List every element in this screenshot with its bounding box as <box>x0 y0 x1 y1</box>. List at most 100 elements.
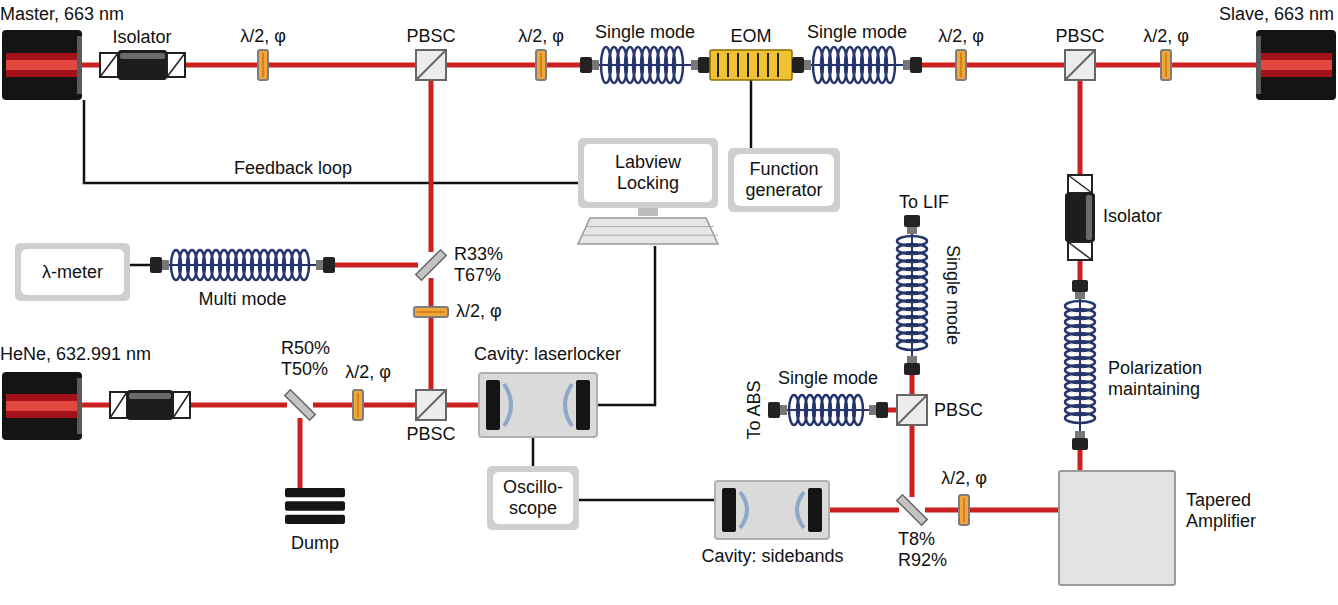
signal-wire <box>130 264 150 267</box>
laser-head-symbol <box>1256 30 1336 100</box>
tapered-amplifier-symbol <box>1058 470 1176 586</box>
tapered-amplifier: Tapered Amplifier <box>1058 470 1176 586</box>
component-label: λ/2, φ <box>223 26 303 47</box>
optical-fiber-symbol <box>792 45 922 85</box>
laser-beam <box>910 426 915 497</box>
component-label: λ/2, φ <box>330 362 406 383</box>
beam-splitter-cube-symbol <box>1064 49 1096 81</box>
beam-dump: Dump <box>285 488 345 528</box>
optical-cavity-symbol <box>714 480 830 540</box>
laser-beam <box>1172 63 1256 68</box>
laser-beam <box>447 63 535 68</box>
optical-fiber-symbol <box>895 215 929 375</box>
laser-beam <box>547 63 580 68</box>
optical-isolator: Isolator <box>1065 175 1095 260</box>
component-label: T8% R92% <box>898 529 954 570</box>
laser-beam <box>970 508 1058 513</box>
wire-label: Feedback loop <box>232 158 354 179</box>
half-wave-plate: λ/2, φ <box>352 389 364 421</box>
partial-mirror-symbol <box>899 497 925 523</box>
beam-splitter-cube-symbol <box>415 49 447 81</box>
component-label: λ/2, φ <box>921 26 1001 47</box>
optical-isolator: Isolator <box>100 50 185 80</box>
component-label: λ/2, φ <box>1126 26 1206 47</box>
laser-head-symbol <box>2 372 82 440</box>
component-label: EOM <box>706 26 796 47</box>
beam-splitter-cube: PBSC <box>1064 49 1096 81</box>
optical-cavity: Cavity: laserlocker <box>478 372 598 438</box>
component-label: HeNe, 632.991 nm <box>0 344 220 365</box>
laser-beam <box>1078 450 1083 470</box>
beam-splitter-cube: PBSC <box>415 49 447 81</box>
optical-isolator-symbol <box>1065 175 1095 260</box>
instrument-box: λ-meter <box>15 243 130 301</box>
laser-head: HeNe, 632.991 nm <box>2 372 82 440</box>
component-label: Single mode <box>943 245 964 345</box>
optical-fiber-symbol <box>150 248 335 282</box>
component-label: λ/2, φ <box>501 26 581 47</box>
laser-beam <box>910 375 915 394</box>
component-label: PBSC <box>401 424 461 445</box>
component-label: Isolator <box>1103 206 1193 227</box>
component-label: Single mode <box>782 22 932 43</box>
laser-beam <box>335 263 418 268</box>
optical-fiber: Single mode <box>895 215 929 375</box>
optical-cavity: Cavity: sidebands <box>714 480 830 540</box>
partial-mirror-symbol <box>418 252 444 278</box>
half-wave-plate-symbol <box>958 494 970 526</box>
signal-wire <box>598 246 655 405</box>
partial-mirror: T8% R92% <box>899 497 925 523</box>
optical-cavity-symbol <box>478 372 598 438</box>
component-label: Single mode <box>570 22 720 43</box>
laser-beam <box>429 318 434 389</box>
half-wave-plate: λ/2, φ <box>955 49 967 81</box>
component-label: λ/2, φ <box>924 468 1004 489</box>
laser-beam <box>447 403 478 408</box>
component-label: Tapered Amplifier <box>1186 490 1296 531</box>
component-label: R33% T67% <box>454 244 510 285</box>
laser-beam <box>269 63 415 68</box>
optical-fiber: Multi mode <box>150 248 335 282</box>
laser-head: Slave, 663 nm <box>1256 30 1336 100</box>
signal-wire <box>579 499 714 502</box>
optical-fiber: Polarization maintaining <box>1063 280 1097 450</box>
laser-beam <box>82 63 100 68</box>
half-wave-plate-symbol <box>1160 49 1172 81</box>
component-label: λ/2, φ <box>456 301 526 322</box>
beam-dump-symbol <box>285 488 345 528</box>
optical-fiber-symbol <box>580 45 710 85</box>
component-label: Master, 663 nm <box>0 4 220 25</box>
component-label: Cavity: sidebands <box>690 546 855 567</box>
partial-mirror: R33% T67% <box>418 252 444 278</box>
laser-beam <box>429 81 434 252</box>
component-label: Labview Locking <box>588 152 708 193</box>
computer: Labview Locking <box>578 138 718 246</box>
laser-beam <box>1078 81 1083 175</box>
partial-mirror-symbol <box>287 392 313 418</box>
laser-beam <box>922 63 955 68</box>
half-wave-plate-symbol <box>413 306 449 318</box>
beam-splitter-cube: PBSC <box>896 394 928 426</box>
port-label: To LIF <box>892 192 956 213</box>
component-label: Slave, 663 nm <box>1100 4 1334 25</box>
component-label: Function generator <box>738 159 830 200</box>
instrument-box: Function generator <box>728 148 840 212</box>
laser-beam <box>313 403 352 408</box>
component-label: PBSC <box>1050 26 1110 47</box>
laser-head: Master, 663 nm <box>2 30 82 100</box>
half-wave-plate-symbol <box>535 49 547 81</box>
component-label: PBSC <box>934 400 994 421</box>
component-label: Oscillo- scope <box>497 477 569 518</box>
beam-splitter-cube: PBSC <box>415 389 447 421</box>
half-wave-plate: λ/2, φ <box>535 49 547 81</box>
half-wave-plate: λ/2, φ <box>257 49 269 81</box>
laser-beam <box>925 508 958 513</box>
optical-fiber-symbol <box>768 393 888 427</box>
component-label: λ-meter <box>42 262 103 283</box>
laser-beam <box>830 508 899 513</box>
component-label: PBSC <box>401 26 461 47</box>
half-wave-plate-symbol <box>257 49 269 81</box>
half-wave-plate: λ/2, φ <box>958 494 970 526</box>
half-wave-plate-symbol <box>352 389 364 421</box>
optical-fiber: Single mode <box>768 393 888 427</box>
